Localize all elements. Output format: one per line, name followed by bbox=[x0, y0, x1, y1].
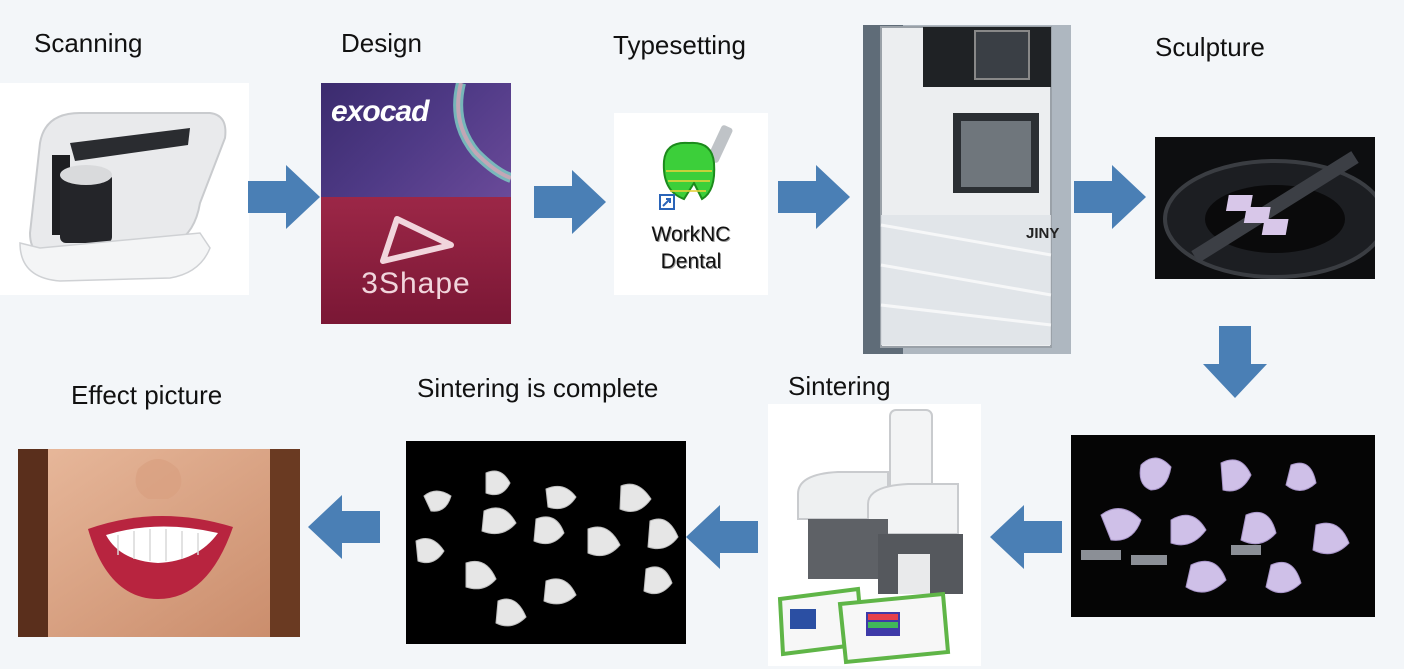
sintered-crowns-image bbox=[406, 441, 686, 644]
sculpture-fixture-image bbox=[1155, 137, 1375, 279]
step-label-sculpture: Sculpture bbox=[1155, 32, 1265, 62]
3shape-logo-panel: 3Shape bbox=[321, 197, 511, 324]
smile-effect-image bbox=[18, 449, 300, 637]
worknc-dental-icon-image: WorkNC Dental bbox=[614, 113, 768, 295]
arrow-left-icon bbox=[308, 495, 380, 559]
milling-machine-image: JINY bbox=[863, 25, 1071, 354]
sintering-furnace-image bbox=[768, 404, 981, 666]
arrow-left-icon bbox=[990, 505, 1062, 569]
arrow-down-icon bbox=[1203, 326, 1267, 398]
exocad-logo-panel: exocad bbox=[321, 83, 511, 197]
step-label-sintering-complete: Sintering is complete bbox=[417, 373, 659, 403]
worknc-dental-label: WorkNC Dental bbox=[651, 223, 731, 273]
arrow-right-icon bbox=[534, 170, 606, 234]
step-label-effect-picture: Effect picture bbox=[71, 380, 223, 410]
design-software-image: exocad 3Shape bbox=[321, 83, 511, 324]
step-label-scanning: Scanning bbox=[34, 28, 143, 58]
3shape-logo: 3Shape bbox=[361, 267, 471, 300]
arrow-right-icon bbox=[1074, 165, 1146, 229]
step-label-design: Design bbox=[341, 28, 422, 58]
arrow-right-icon bbox=[778, 165, 850, 229]
arrow-right-icon bbox=[248, 165, 320, 229]
jiny-brand-label: JINY bbox=[1026, 225, 1060, 242]
arrow-left-icon bbox=[686, 505, 758, 569]
3shape-triangle-icon bbox=[380, 216, 454, 264]
exocad-logo: exocad bbox=[331, 95, 429, 128]
scanner-image bbox=[0, 83, 249, 295]
step-label-sintering: Sintering bbox=[788, 371, 891, 401]
step-label-typesetting: Typesetting bbox=[613, 30, 746, 60]
tooth-mill-icon bbox=[659, 125, 733, 210]
milled-crowns-image bbox=[1071, 435, 1375, 617]
